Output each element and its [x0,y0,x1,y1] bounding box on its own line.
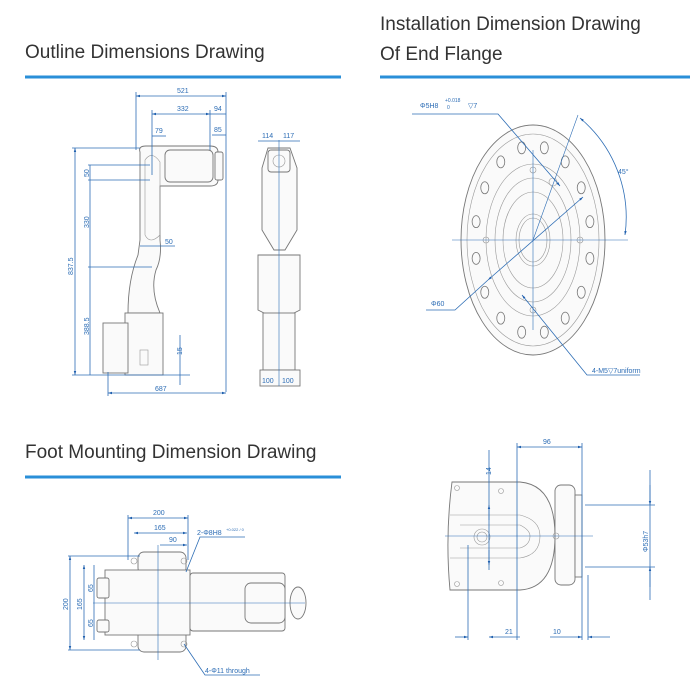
dim-shaft-53h7: Φ53h7 [643,531,650,552]
dim-10: 10 [553,629,561,636]
dim-687: 687 [155,386,167,393]
foot-dimensions: 200 165 90 2-Φ8H8 +0.022 / 0 200 165 65 … [63,510,260,676]
dim-90: 90 [169,537,177,544]
dim-96: 96 [543,439,551,446]
dim-85: 85 [214,127,222,134]
flange-bolt-hole [539,141,549,155]
dim-100-right: 100 [282,378,294,385]
outline-front-view [257,140,301,387]
dim-14: 14 [486,467,493,475]
dim-angle-45: 45° [618,168,629,176]
outline-side-dimensions: 521 332 94 79 85 837.5 50 330 388.5 50 1… [68,88,227,396]
dim-tol-upper: +0.018 [445,98,461,104]
dim-117: 117 [283,133,294,140]
dim-79: 79 [155,128,163,135]
dim-65-upper: 65 [88,584,95,592]
flange-bolt-hole [576,285,586,299]
dim-pin-tolerance: +0.022 / 0 [226,527,245,532]
flange-bolt-hole [471,251,481,265]
end-view [445,481,593,591]
dim-threads: 4-M5▽7uniform [592,368,641,375]
dim-100-left: 100 [262,378,274,385]
foot-title: Foot Mounting Dimension Drawing [25,442,316,463]
dim-837-5: 837.5 [68,257,75,275]
dim-94: 94 [214,106,222,113]
dim-50-horizontal: 50 [165,239,173,246]
dim-21: 21 [505,629,513,636]
dim-hole-5h8: Φ5H8 [420,103,439,110]
flange-title-line2: Of End Flange [380,44,503,65]
dim-pin-8h8: 2-Φ8H8 [197,530,222,537]
dim-depth-7: ▽7 [468,103,477,110]
flange-title-line1: Installation Dimension Drawing [380,14,641,35]
flange-bolt-hole [496,311,506,325]
foot-view [93,545,307,660]
dim-330: 330 [84,216,91,228]
dim-tol-lower: 0 [447,105,450,111]
outline-front-dimensions: 114 117 100 100 [258,133,300,385]
dim-332: 332 [177,106,189,113]
outline-title: Outline Dimensions Drawing [25,42,265,63]
flange-bolt-hole [496,155,506,169]
flange-bolt-hole [560,311,570,325]
dim-15: 15 [177,347,184,355]
end-dimensions: 96 14 Φ53h7 21 10 [455,439,655,640]
flange-bolt-hole [471,215,481,229]
dim-through-holes: 4-Φ11 through [205,668,250,675]
flange-bolt-hole [480,285,490,299]
dim-165-v: 165 [77,598,84,610]
dim-200-v: 200 [63,598,70,610]
dim-114: 114 [262,133,273,140]
flange-bolt-hole [517,325,527,339]
dim-165-h: 165 [154,525,166,532]
dim-521: 521 [177,88,189,95]
flange-dimensions: Φ5H8 +0.018 0 ▽7 45° Φ60 4-M5▽7uniform [412,98,641,376]
dim-388-5: 388.5 [84,317,91,335]
dim-65-lower: 65 [88,619,95,627]
dim-200-h: 200 [153,510,165,517]
outline-side-view [102,145,224,376]
flange-bolt-hole [480,181,490,195]
dim-50-vertical: 50 [84,169,91,177]
flange-bolt-hole [539,325,549,339]
dim-pcd-60: Φ60 [431,301,444,308]
flange-bolt-hole [585,251,595,265]
